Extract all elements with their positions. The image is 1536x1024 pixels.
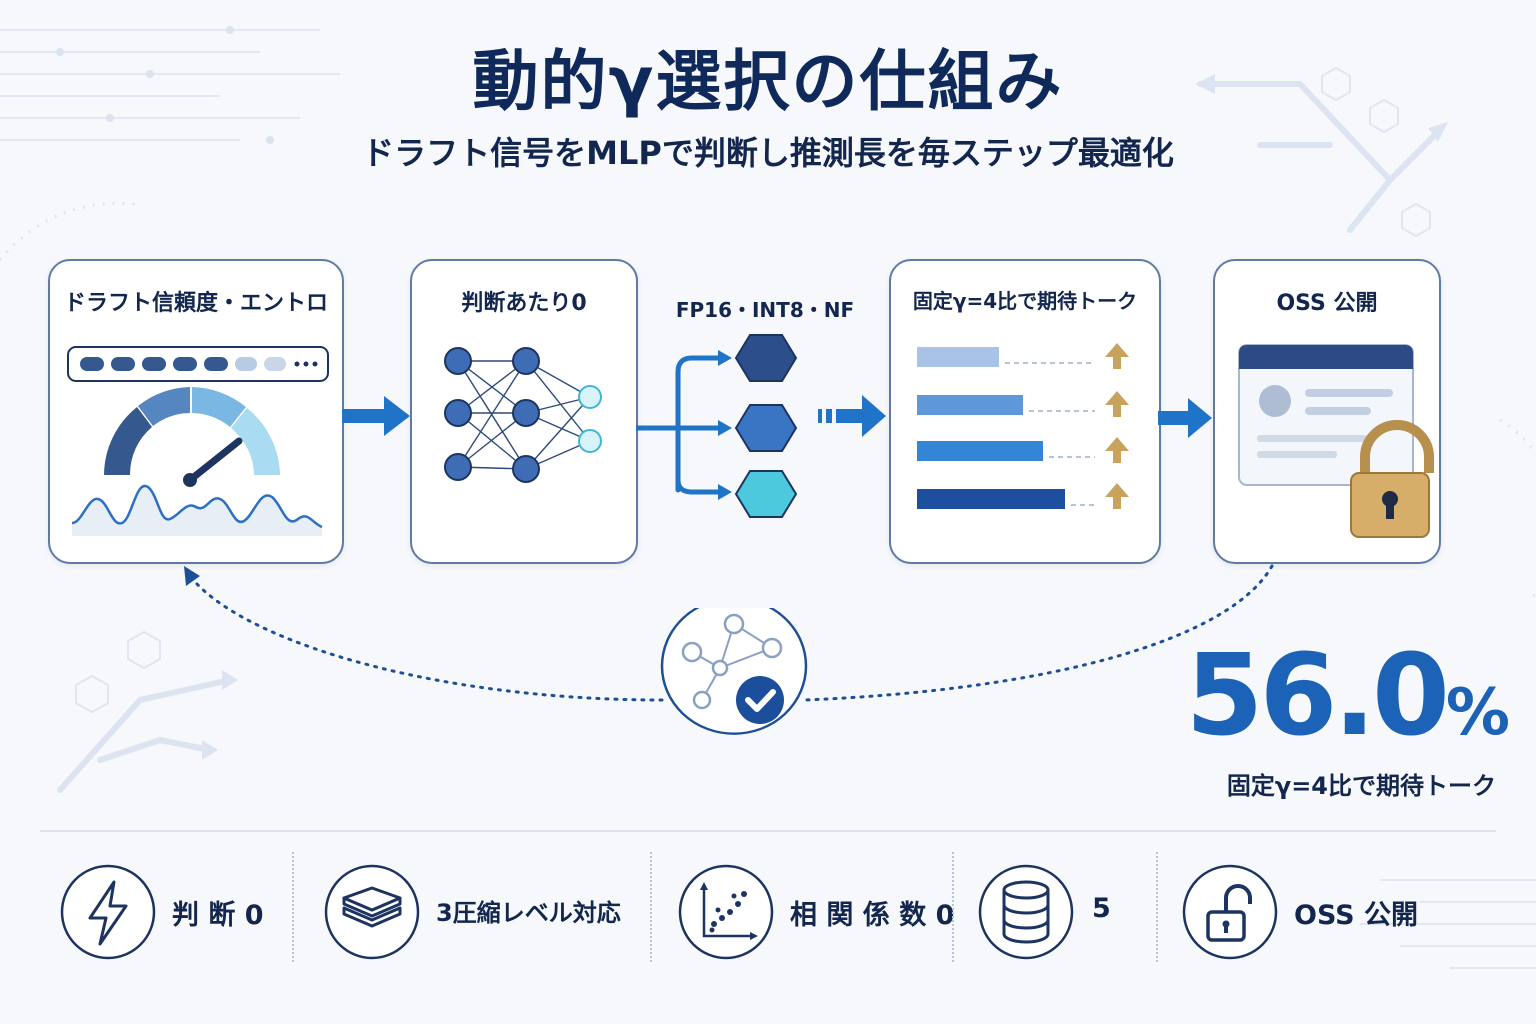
highlight-stat: 56.0% bbox=[1160, 640, 1510, 752]
page-subtitle: ドラフト信号をMLPで判断し推測長を毎ステップ最適化 bbox=[362, 134, 1174, 172]
step-title-oss: OSS 公開 bbox=[1276, 291, 1378, 316]
feature-label-judgment: 判 断 0 bbox=[172, 900, 264, 931]
feature-separator bbox=[292, 852, 294, 962]
database-icon bbox=[978, 864, 1074, 960]
flow-arrow-1 bbox=[342, 396, 410, 436]
step-card-draft-signal: ドラフト信頼度・エントロ bbox=[48, 259, 344, 564]
step-card-oss: OSS 公開 bbox=[1213, 259, 1441, 564]
feature-label-correlation: 相 関 係 数 0 bbox=[790, 900, 955, 931]
page-title: 動的γ選択の仕組み bbox=[472, 43, 1064, 120]
step-title-draft-signal: ドラフト信頼度・エントロ bbox=[63, 291, 328, 316]
step-card-gamma-comparison: 固定γ=4比で期待トーク bbox=[889, 259, 1161, 564]
feature-label-five: 5 bbox=[1092, 893, 1111, 924]
divider bbox=[40, 830, 1496, 832]
feature-label-oss: OSS 公開 bbox=[1294, 900, 1419, 931]
layers-icon bbox=[324, 864, 420, 960]
gauge-entropy-illustration bbox=[67, 346, 329, 536]
quantization-label: FP16・INT8・NF bbox=[675, 298, 855, 322]
unlock-icon bbox=[1182, 864, 1278, 960]
step-title-gamma-comparison: 固定γ=4比で期待トーク bbox=[912, 289, 1138, 313]
graph-check-icon bbox=[660, 608, 808, 735]
feature-separator bbox=[1156, 852, 1158, 962]
feature-separator bbox=[952, 852, 954, 962]
scatter-chart-icon bbox=[678, 864, 774, 960]
highlight-caption: 固定γ=4比で期待トーク bbox=[1226, 772, 1496, 800]
step-card-mlp: 判断あたり0 bbox=[410, 259, 638, 564]
flow-arrow-3 bbox=[1158, 398, 1212, 438]
highlight-value: 56.0 bbox=[1185, 631, 1450, 761]
quantization-branch-diagram bbox=[636, 334, 886, 518]
feature-separator bbox=[650, 852, 652, 962]
feature-label-compression: 3圧縮レベル対応 bbox=[436, 899, 621, 927]
oss-window-lock-illustration bbox=[1238, 344, 1434, 538]
comparison-bars-illustration bbox=[917, 343, 1129, 509]
highlight-unit: % bbox=[1445, 676, 1510, 750]
lightning-icon bbox=[60, 864, 156, 960]
step-title-mlp: 判断あたり0 bbox=[461, 291, 587, 316]
neural-network-icon bbox=[444, 347, 602, 483]
